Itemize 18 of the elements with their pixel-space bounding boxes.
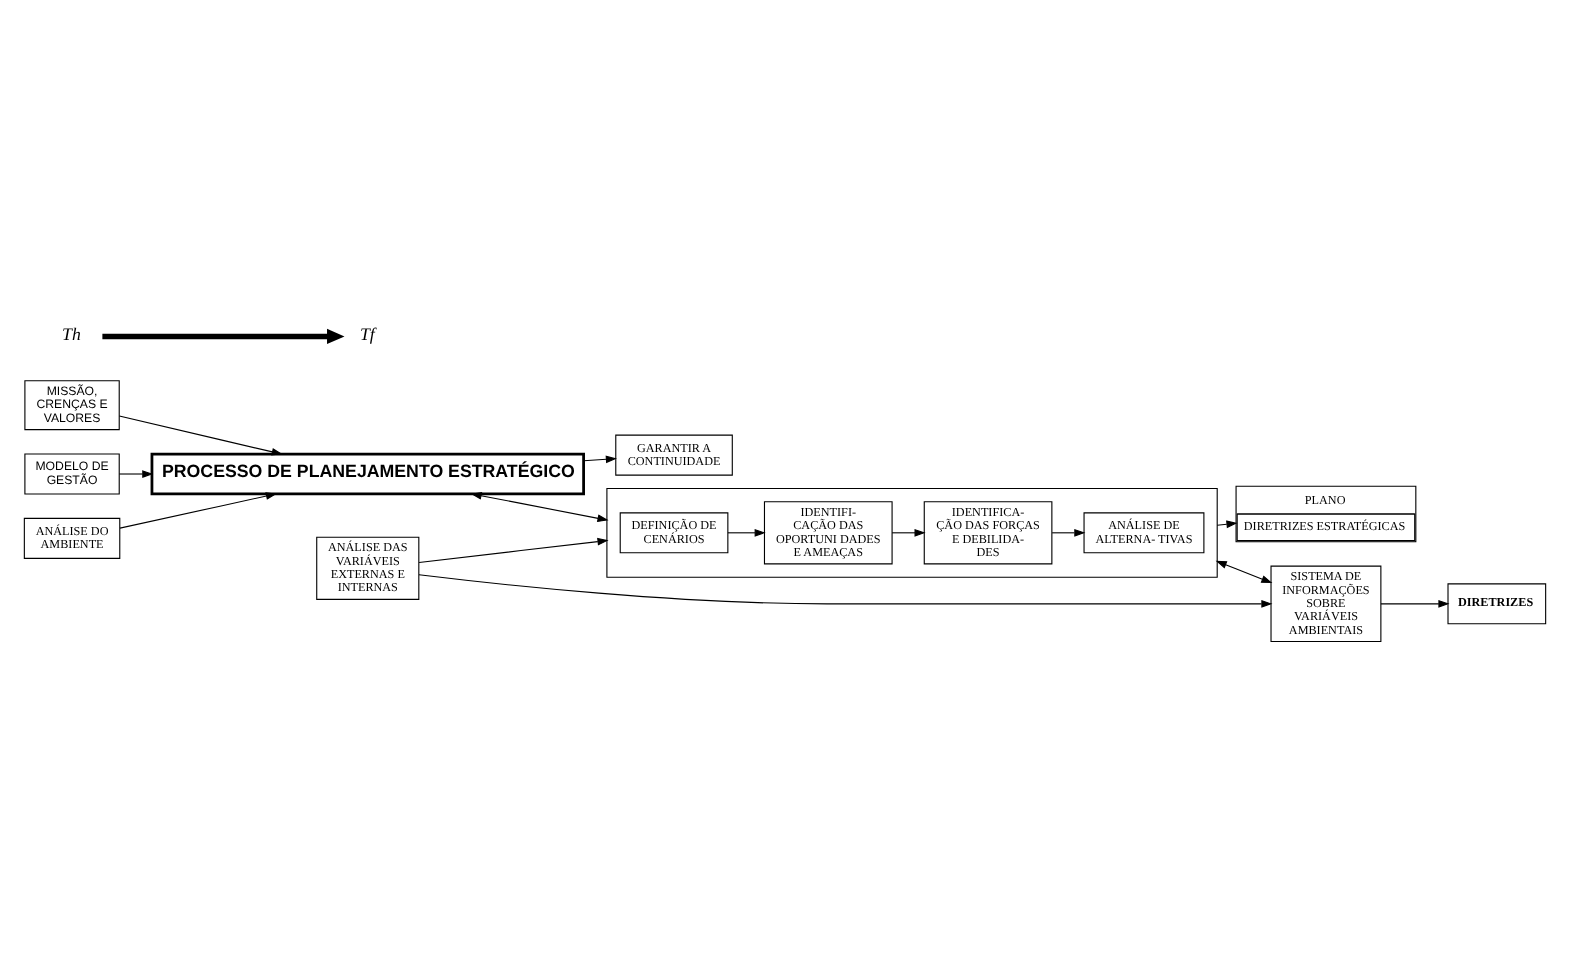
arrow (119, 492, 277, 529)
arrow (727, 528, 766, 537)
arrow (891, 528, 926, 537)
arrow (118, 470, 154, 478)
arrow (1051, 528, 1086, 537)
arrow (1215, 560, 1273, 584)
arrow (102, 328, 345, 345)
arrow (470, 491, 609, 523)
arrow (418, 537, 609, 564)
arrow (418, 574, 1273, 608)
cluster (606, 487, 1218, 578)
node-text: Tf (360, 323, 375, 344)
arrow (118, 415, 283, 456)
arrow (1380, 599, 1450, 608)
arrow (583, 455, 617, 464)
node-box: PROCESSO DE PLANEJAMENTO ESTRATÉGICO (150, 452, 585, 496)
node-text: Th (62, 323, 81, 344)
arrow (1216, 520, 1238, 529)
